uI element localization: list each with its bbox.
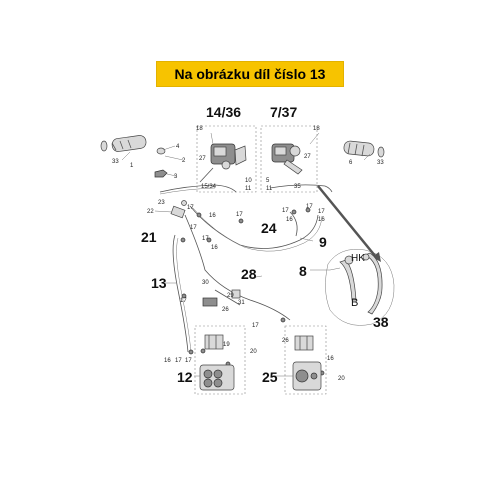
front-caliper: [199, 334, 235, 391]
label-17-b: 17: [190, 225, 197, 231]
brake-hoses: [172, 205, 323, 353]
label-17-e: 17: [282, 208, 289, 214]
label-21: 21: [141, 229, 157, 245]
label-13: 13: [151, 275, 167, 291]
left-switch-part: [154, 169, 168, 178]
label-15-34: 15/34: [201, 184, 217, 190]
lever-detail: [329, 252, 383, 315]
label-26-b: 26: [282, 338, 289, 344]
label-33-right: 33: [377, 160, 384, 166]
right-master-cylinder: [271, 143, 303, 175]
label-17-a: 17: [187, 205, 194, 211]
label-31: 31: [238, 300, 245, 306]
label-20-a: 20: [250, 349, 257, 355]
label-11-left: 11: [245, 186, 252, 192]
label-16-c: 16: [286, 217, 293, 223]
rear-caliper-box: [284, 325, 327, 395]
label-17-k: 17: [185, 358, 192, 364]
label-24: 24: [261, 220, 277, 236]
label-33-left: 33: [112, 159, 119, 165]
front-caliper-box: [194, 325, 246, 395]
left-master-cylinder-box: [196, 125, 257, 193]
label-16-f: 16: [327, 356, 334, 362]
label-3: 3: [174, 174, 178, 180]
label-35: 35: [294, 184, 301, 190]
label-17-d: 17: [236, 212, 243, 218]
label-17-j: 17: [175, 358, 182, 364]
label-19: 19: [223, 342, 230, 348]
right-master-cylinder-box: [260, 125, 318, 193]
label-11-right: 11: [266, 186, 273, 192]
label-23: 23: [158, 200, 165, 206]
label-9: 9: [319, 234, 327, 250]
label-20-b: 20: [338, 376, 345, 382]
left-master-cylinder: [199, 143, 247, 183]
label-8: 8: [299, 263, 307, 279]
page-title-banner: Na obrázku díl číslo 13: [157, 62, 343, 86]
label-16-e: 16: [164, 358, 171, 364]
lever-detail-circle: [325, 249, 395, 326]
right-grip-assembly: [343, 140, 385, 158]
label-5: 5: [266, 178, 270, 184]
label-28: 28: [241, 266, 257, 282]
label-12: 12: [177, 369, 193, 385]
label-14-36: 14/36: [206, 104, 241, 120]
label-16-d: 16: [318, 217, 325, 223]
detail-arrow-head: [372, 252, 381, 262]
label-17-g: 17: [318, 209, 325, 215]
label-26-a: 26: [222, 307, 229, 313]
right-bar-end: [377, 146, 385, 158]
label-27-left: 27: [199, 156, 206, 162]
left-bar-end: [100, 140, 108, 152]
label-25: 25: [262, 369, 278, 385]
label-38: 38: [373, 314, 389, 330]
label-18-right: 18: [313, 126, 320, 132]
leader-lines: [121, 132, 371, 377]
label-16-b: 16: [211, 245, 218, 251]
label-18-left: 18: [196, 126, 203, 132]
label-17-h: 17: [180, 298, 187, 304]
label-2: 2: [182, 158, 186, 164]
label-b: B: [351, 297, 358, 309]
label-6: 6: [349, 160, 353, 166]
label-30: 30: [202, 280, 209, 286]
label-16-a: 16: [209, 213, 216, 219]
label-1: 1: [130, 163, 134, 169]
left-grip-assembly: [100, 135, 168, 178]
label-22: 22: [147, 209, 154, 215]
junction-block: [202, 297, 218, 307]
label-10: 10: [245, 178, 252, 184]
left-brake-lever: [159, 184, 237, 193]
right-brake-lever: [269, 184, 333, 193]
rear-caliper: [292, 335, 322, 391]
label-7-37: 7/37: [270, 104, 297, 120]
hose-fittings: [170, 200, 325, 376]
label-27-right: 27: [304, 154, 311, 160]
detail-arrow-line: [317, 185, 377, 258]
label-hk: HK: [351, 253, 365, 264]
label-29: 29: [227, 293, 234, 299]
label-17-f: 17: [306, 204, 313, 210]
label-4: 4: [176, 144, 180, 150]
label-17-i: 17: [252, 323, 259, 329]
label-17-c: 17: [202, 236, 209, 242]
